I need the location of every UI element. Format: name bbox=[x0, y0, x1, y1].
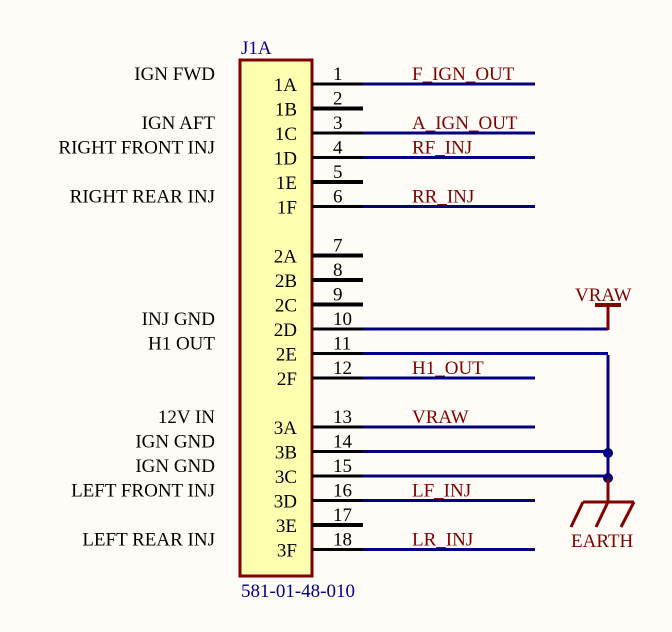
pin-1F[interactable]: RIGHT REAR INJ 1F 6 RR_INJ bbox=[70, 187, 535, 219]
pin-1A[interactable]: IGN FWD 1A 1 F_IGN_OUT bbox=[134, 64, 535, 96]
signal-label: RIGHT REAR INJ bbox=[70, 187, 215, 208]
pin-2B[interactable]: 2B 8 bbox=[275, 260, 363, 292]
pin-name: 1F bbox=[277, 198, 297, 219]
pin-name: 2F bbox=[277, 369, 297, 390]
pin-3B[interactable]: IGN GND 3B 14 bbox=[135, 432, 608, 464]
vraw-port-label[interactable]: VRAW bbox=[575, 285, 632, 306]
net-label[interactable]: H1_OUT bbox=[412, 358, 484, 379]
pin-number: 16 bbox=[333, 481, 352, 502]
net-label[interactable]: F_IGN_OUT bbox=[412, 64, 515, 85]
pin-name: 2A bbox=[274, 247, 298, 268]
signal-label: LEFT FRONT INJ bbox=[71, 481, 215, 502]
pin-number: 13 bbox=[333, 407, 352, 428]
pin-name: 1A bbox=[274, 75, 298, 96]
net-label[interactable]: RR_INJ bbox=[412, 187, 474, 208]
connector-body[interactable] bbox=[238, 58, 314, 578]
earth-ground-icon bbox=[569, 478, 636, 528]
pin-number: 3 bbox=[333, 113, 343, 134]
pin-name: 3A bbox=[274, 418, 298, 439]
pin-1B[interactable]: 1B 2 bbox=[275, 89, 363, 121]
pin-name: 2C bbox=[275, 296, 297, 317]
pin-number: 7 bbox=[333, 236, 343, 257]
pin-number: 14 bbox=[333, 432, 353, 453]
pin-number: 17 bbox=[333, 505, 352, 526]
signal-label: H1 OUT bbox=[148, 334, 215, 355]
pin-number: 1 bbox=[333, 64, 343, 85]
pin-2D[interactable]: INJ GND 2D 10 bbox=[142, 309, 608, 341]
net-label[interactable]: RF_INJ bbox=[412, 138, 472, 159]
pin-3E[interactable]: 3E 17 bbox=[276, 505, 363, 537]
signal-label: RIGHT FRONT INJ bbox=[58, 138, 215, 159]
pin-name: 3E bbox=[276, 516, 297, 537]
pin-number: 8 bbox=[333, 260, 343, 281]
pin-name: 2E bbox=[276, 345, 297, 366]
pin-name: 3D bbox=[274, 492, 297, 513]
pin-1E[interactable]: 1E 5 bbox=[276, 162, 363, 194]
signal-label: INJ GND bbox=[142, 309, 215, 330]
pin-2F[interactable]: 2F 12 H1_OUT bbox=[277, 358, 535, 390]
signal-label: IGN GND bbox=[135, 432, 215, 453]
component-designator[interactable]: J1A bbox=[241, 38, 272, 59]
pin-1C[interactable]: IGN AFT 1C 3 A_IGN_OUT bbox=[142, 113, 535, 145]
pin-number: 10 bbox=[333, 309, 352, 330]
net-label[interactable]: A_IGN_OUT bbox=[412, 113, 518, 134]
signal-label: IGN GND bbox=[135, 456, 215, 477]
pin-number: 15 bbox=[333, 456, 352, 477]
signal-label: LEFT REAR INJ bbox=[82, 530, 215, 551]
pin-3C[interactable]: IGN GND 3C 15 bbox=[135, 456, 608, 488]
pin-name: 1E bbox=[276, 173, 297, 194]
pin-number: 12 bbox=[333, 358, 352, 379]
pin-2C[interactable]: 2C 9 bbox=[275, 285, 363, 317]
pin-2A[interactable]: 2A 7 bbox=[274, 236, 363, 268]
junction-dot bbox=[603, 448, 613, 458]
pin-1D[interactable]: RIGHT FRONT INJ 1D 4 RF_INJ bbox=[58, 138, 535, 170]
pin-3F[interactable]: LEFT REAR INJ 3F 18 LR_INJ bbox=[82, 530, 535, 562]
pin-name: 2B bbox=[275, 271, 297, 292]
pin-number: 9 bbox=[333, 285, 343, 306]
earth-port-label[interactable]: EARTH bbox=[571, 531, 633, 552]
pin-number: 11 bbox=[333, 334, 351, 355]
pin-3D[interactable]: LEFT FRONT INJ 3D 16 LF_INJ bbox=[71, 481, 535, 513]
pin-name: 3F bbox=[277, 541, 297, 562]
pin-name: 2D bbox=[274, 320, 297, 341]
pin-number: 2 bbox=[333, 89, 343, 110]
pin-name: 1B bbox=[275, 100, 297, 121]
pin-name: 1C bbox=[275, 124, 297, 145]
net-label[interactable]: LF_INJ bbox=[412, 481, 471, 502]
pin-name: 1D bbox=[274, 149, 297, 170]
pin-number: 18 bbox=[333, 530, 352, 551]
net-label[interactable]: LR_INJ bbox=[412, 530, 473, 551]
pin-number: 4 bbox=[333, 138, 343, 159]
pin-number: 5 bbox=[333, 162, 343, 183]
signal-label: IGN FWD bbox=[134, 64, 215, 85]
pin-name: 3B bbox=[275, 443, 297, 464]
signal-label: IGN AFT bbox=[142, 113, 216, 134]
pin-2E[interactable]: H1 OUT 2E 11 bbox=[148, 334, 608, 366]
pin-3A[interactable]: 12V IN 3A 13 VRAW bbox=[158, 407, 535, 439]
power-group: VRAW EARTH bbox=[569, 285, 636, 552]
part-number: 581-01-48-010 bbox=[241, 581, 355, 602]
net-label[interactable]: VRAW bbox=[412, 407, 469, 428]
pin-name: 3C bbox=[275, 467, 297, 488]
signal-label: 12V IN bbox=[158, 407, 215, 428]
pin-number: 6 bbox=[333, 187, 343, 208]
